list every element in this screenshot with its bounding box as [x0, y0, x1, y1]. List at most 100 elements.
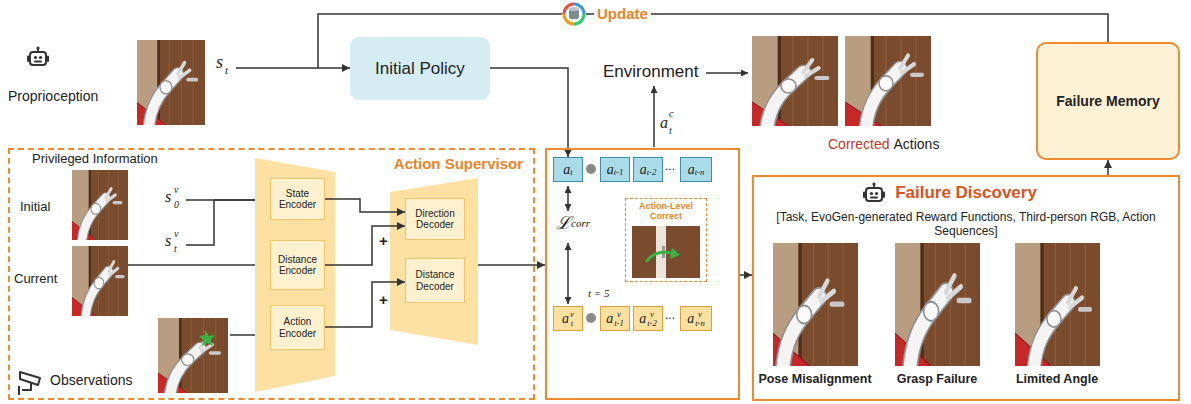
math-symbol: a: [688, 163, 695, 177]
caption: Initial: [20, 200, 50, 215]
action-token: avt: [553, 306, 583, 331]
math-symbol: a: [607, 163, 614, 177]
loss-arrow: [567, 243, 569, 304]
math-symbol: s: [216, 52, 223, 73]
encoder-trapezoid: [255, 158, 335, 392]
encoder-box: Action Encoder: [270, 305, 325, 350]
subscript: t-1: [614, 319, 624, 327]
caption: Corrected: [828, 136, 889, 152]
component-label: Environment: [603, 62, 698, 82]
node-content: at: [554, 158, 582, 181]
subscript: t: [174, 243, 177, 255]
caption: Actions: [893, 136, 939, 152]
script-stack: vt: [570, 310, 574, 327]
script-stack: vt-1: [614, 310, 624, 327]
failure-photos: [773, 243, 1100, 369]
state-line: [236, 67, 318, 69]
decoder-output-line: [478, 264, 535, 266]
subscript: t: [669, 125, 672, 137]
node-title: Distance Encoder: [273, 254, 322, 277]
connector-arrow: [1107, 160, 1109, 175]
encoder-box: State Encoder: [270, 178, 325, 220]
decoder-trapezoid: [390, 178, 478, 345]
decoder-box: Distance Decoder: [405, 258, 465, 303]
ellipsis: ...: [665, 309, 675, 323]
node-content: Initial Policy: [350, 37, 490, 100]
superscript: c: [669, 108, 673, 120]
node-content: at-2: [634, 158, 662, 181]
node-title: Action Encoder: [273, 316, 322, 339]
node-content: avt: [554, 307, 582, 330]
superscript: v: [174, 184, 178, 196]
node-content: at-n: [681, 158, 711, 181]
superscript: v: [647, 310, 657, 318]
action-token: at-2: [633, 157, 663, 182]
superscript: v: [174, 228, 178, 240]
script-stack: vt-2: [647, 310, 657, 327]
correction-inset: Action-Level Correct: [625, 198, 707, 282]
action-token: at-n: [680, 157, 712, 182]
math-symbol: a: [562, 312, 569, 326]
math-symbol: a: [687, 312, 694, 326]
caption: Proprioception: [8, 88, 98, 104]
subscript: t-1: [614, 168, 624, 177]
connector-arrow: [740, 274, 752, 276]
subscript: t-2: [647, 168, 657, 177]
action-token: at: [553, 157, 583, 182]
node-title: Failure Discovery: [895, 183, 1037, 203]
node-body: [Task, EvoGen-generated Reward Functions…: [768, 210, 1164, 239]
node-content: avt-1: [601, 307, 629, 330]
ellipsis: ...: [665, 160, 675, 174]
node-title: Action-Level Correct: [626, 201, 706, 222]
camera-icon: [19, 372, 40, 395]
superscript: v: [695, 310, 705, 318]
node-title: Distance Decoder: [408, 269, 462, 292]
math-symbol: a: [660, 114, 668, 132]
connector-arrow: [490, 68, 568, 157]
correction-panel: ℒcorratat-1at-2at-nAction-Level Correcta…: [545, 148, 740, 400]
subscript: t-n: [695, 168, 705, 177]
math-symbol: a: [606, 312, 613, 326]
environment-photos: [752, 36, 931, 128]
supervisor-panel: Action SupervisorState EncoderDistance E…: [8, 148, 535, 400]
subscript: t-n: [695, 319, 705, 327]
connector-arrow: [535, 264, 545, 266]
superscript: v: [570, 310, 574, 318]
policy-box: Initial Policy: [350, 37, 490, 100]
action-token: avt-n: [680, 306, 712, 331]
node-content: Failure Discovery [Task, EvoGen-generated…: [754, 177, 1178, 399]
concat-dot: [586, 313, 596, 323]
action-arrow: [653, 86, 655, 147]
node-content: avt-n: [681, 307, 711, 330]
edge-label: Update: [594, 5, 651, 22]
encoder-box: Distance Encoder: [270, 240, 325, 290]
caption: Observations: [50, 372, 132, 388]
action-token: avt-1: [600, 306, 630, 331]
subscript: corr: [571, 218, 590, 229]
node-content: at-1: [601, 158, 629, 181]
node-content: Action-Level Correct: [626, 199, 706, 281]
plus-sign: +: [379, 232, 388, 249]
math-symbol: s: [165, 232, 171, 250]
update-icon: [562, 2, 586, 26]
connector-arrow: [325, 226, 405, 265]
loss-arrow: [567, 186, 569, 211]
subscript: t: [570, 168, 572, 177]
connector-arrow: [325, 199, 405, 212]
correction-photo: [632, 226, 700, 278]
action-token: avt-2: [633, 306, 663, 331]
node-content: Direction Decoder: [406, 199, 464, 239]
node-content: Distance Decoder: [406, 259, 464, 302]
math-symbol: ℒ: [556, 214, 571, 232]
failure-caption: Limited Angle: [1016, 372, 1098, 386]
math-symbol: a: [639, 312, 646, 326]
node-content: Failure Memory: [1038, 44, 1178, 158]
node-content: avt-2: [634, 307, 662, 330]
node-content: Action Encoder: [271, 306, 324, 349]
node-content: ℒcorr: [556, 214, 590, 232]
connector-arrow: [325, 282, 405, 327]
node-title: Action Supervisor: [394, 155, 523, 172]
math-symbol: a: [640, 163, 647, 177]
node-title: Failure Memory: [1056, 93, 1159, 109]
